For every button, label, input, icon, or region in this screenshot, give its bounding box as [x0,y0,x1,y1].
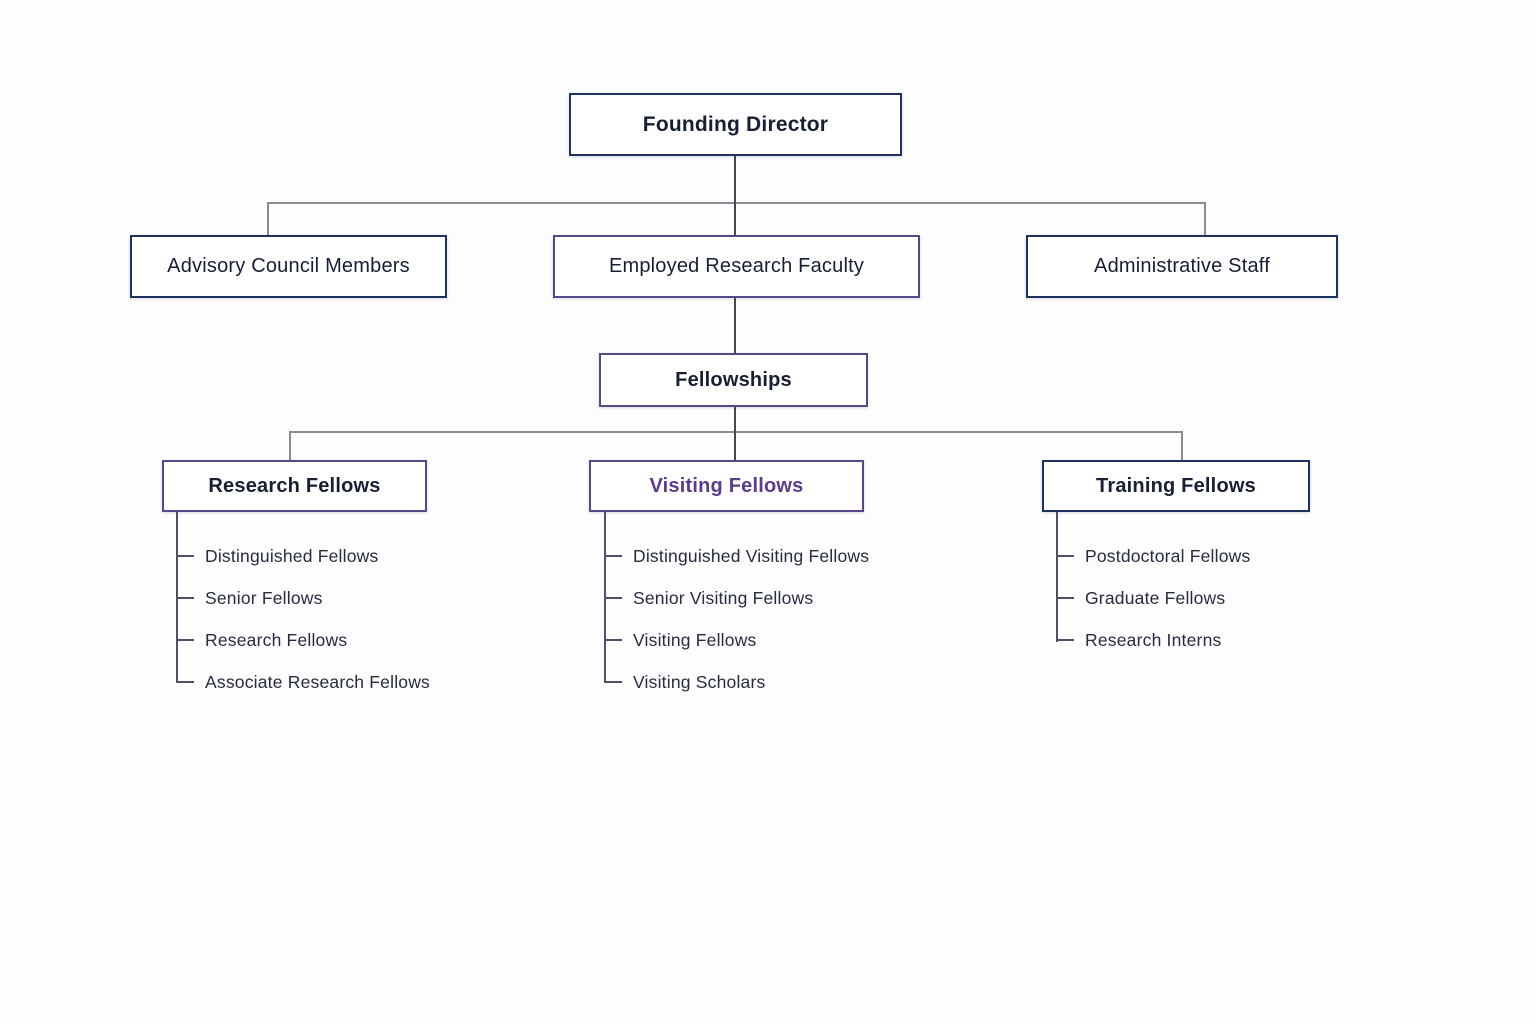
node-administrative-staff: Administrative Staff [1026,235,1338,298]
list-item: Associate Research Fellows [176,661,516,703]
connector-level1-drop-left [267,202,269,235]
node-label: Research Fellows [208,474,381,497]
node-training-fellows: Training Fellows [1042,460,1310,512]
research-fellows-list: Distinguished Fellows Senior Fellows Res… [176,535,516,703]
node-label: Advisory Council Members [167,255,410,277]
connector-fellowships-vertical [734,407,736,432]
node-label: Training Fellows [1096,474,1256,497]
node-label: Fellowships [675,368,792,391]
connector-level1-horizontal [267,202,1206,204]
node-visiting-fellows: Visiting Fellows [589,460,864,512]
list-item: Distinguished Visiting Fellows [604,535,944,577]
node-fellowships: Fellowships [599,353,868,407]
node-research-fellows: Research Fellows [162,460,427,512]
connector-level1-drop-right [1204,202,1206,235]
training-fellows-list: Postdoctoral Fellows Graduate Fellows Re… [1056,535,1396,661]
list-item: Research Fellows [176,619,516,661]
list-item: Visiting Scholars [604,661,944,703]
list-item: Research Interns [1056,619,1396,661]
list-item: Senior Fellows [176,577,516,619]
node-label: Employed Research Faculty [608,255,865,277]
list-item: Distinguished Fellows [176,535,516,577]
connector-faculty-fellowships [734,298,736,353]
node-label: Administrative Staff [1094,255,1270,277]
connector-level2-drop-left [289,431,291,460]
list-item: Senior Visiting Fellows [604,577,944,619]
node-employed-research-faculty: Employed Research Faculty [553,235,920,298]
list-item: Postdoctoral Fellows [1056,535,1396,577]
node-founding-director: Founding Director [569,93,902,156]
connector-level2-drop-right [1181,431,1183,460]
list-item: Graduate Fellows [1056,577,1396,619]
connector-root-vertical [734,156,736,203]
connector-level2-horizontal [289,431,1183,433]
node-label: Founding Director [642,112,829,136]
list-item: Visiting Fellows [604,619,944,661]
connector-level2-drop-middle [734,431,736,460]
connector-level1-drop-middle [734,202,736,235]
node-advisory-council-members: Advisory Council Members [130,235,447,298]
visiting-fellows-list: Distinguished Visiting Fellows Senior Vi… [604,535,944,703]
node-label: Visiting Fellows [649,474,804,497]
